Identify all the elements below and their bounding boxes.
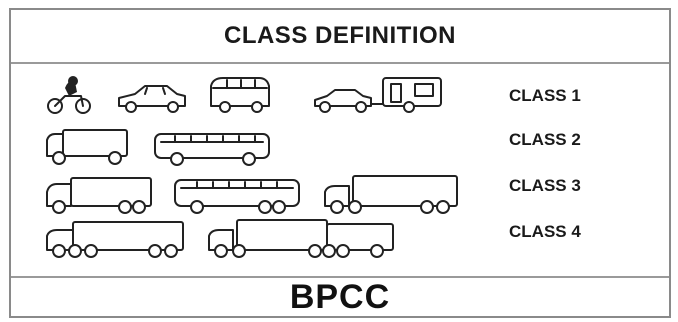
class-definition-sign: CLASS DEFINITION bbox=[9, 8, 671, 318]
motorcycle-icon bbox=[47, 76, 91, 114]
truck-icon bbox=[46, 177, 152, 214]
sign-footer: BPCC bbox=[11, 276, 669, 316]
coach-bus-icon bbox=[174, 179, 300, 214]
van-icon bbox=[210, 77, 270, 113]
multi-axle-truck-icon bbox=[46, 221, 184, 258]
tractor-trailer-icon bbox=[324, 175, 458, 214]
minibus-icon bbox=[154, 133, 270, 166]
class-4-label: CLASS 4 bbox=[509, 222, 581, 241]
sign-title: CLASS DEFINITION bbox=[11, 10, 669, 64]
car-with-caravan-icon bbox=[314, 77, 442, 113]
class-1-label: CLASS 1 bbox=[509, 86, 581, 105]
articulated-truck-icon bbox=[208, 219, 394, 258]
vehicles-panel bbox=[46, 76, 458, 258]
class-2-label: CLASS 2 bbox=[509, 130, 581, 149]
car-icon bbox=[118, 85, 186, 113]
light-truck-icon bbox=[46, 129, 128, 165]
class-3-label: CLASS 3 bbox=[509, 176, 581, 195]
